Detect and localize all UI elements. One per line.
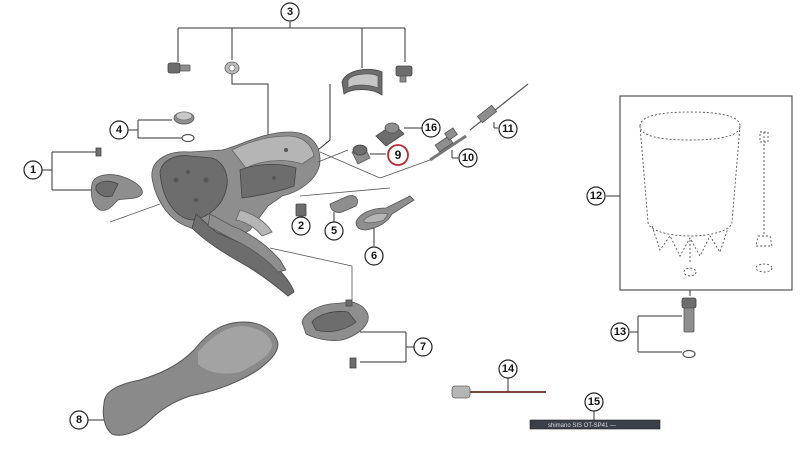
outer-casing-15: shimano SIS OT-SP41 — [529, 419, 661, 430]
svg-text:2: 2 [298, 220, 304, 232]
cable-marking: shimano SIS OT-SP41 — [548, 423, 616, 429]
plate-screw-part [349, 357, 357, 369]
cable-housing-10 [429, 127, 467, 162]
callout-16[interactable]: 16 [421, 118, 441, 138]
washer-part [224, 61, 240, 75]
base-plate-part [301, 299, 369, 341]
lever-tab-part [329, 195, 358, 213]
svg-text:4: 4 [116, 124, 123, 136]
svg-text:10: 10 [462, 152, 474, 164]
small-block-part [295, 203, 307, 217]
callout-2[interactable]: 2 [291, 216, 311, 236]
cable-end-11 [469, 83, 529, 131]
inner-cable-14 [451, 385, 546, 399]
svg-text:1: 1 [30, 164, 36, 176]
o-ring-part [181, 133, 195, 143]
lever-cover-part [90, 174, 143, 211]
svg-text:3: 3 [287, 6, 293, 18]
callout-14[interactable]: 14 [498, 359, 518, 379]
leader-7 [360, 331, 414, 363]
svg-text:5: 5 [331, 225, 337, 237]
leader-13 [630, 315, 682, 353]
svg-text:15: 15 [588, 396, 600, 408]
svg-text:7: 7 [420, 341, 426, 353]
callout-12[interactable]: 12 [586, 186, 606, 206]
hood-part [102, 321, 279, 436]
leader-1 [42, 151, 96, 191]
svg-text:16: 16 [425, 122, 437, 134]
callout-4[interactable]: 4 [109, 120, 129, 140]
callout-10[interactable]: 10 [458, 148, 478, 168]
callout-13[interactable]: 13 [610, 322, 630, 342]
shift-lever-body [151, 131, 321, 238]
clamp-band-part [341, 68, 383, 96]
svg-text:6: 6 [371, 250, 377, 262]
svg-text:8: 8 [76, 414, 82, 426]
bolt-part [167, 62, 191, 74]
svg-text:11: 11 [502, 123, 514, 135]
brake-lever-arm [191, 209, 295, 297]
svg-text:12: 12 [590, 190, 602, 202]
box-12 [619, 95, 793, 291]
cap-part-9 [351, 144, 371, 165]
clamp-bolt-part [395, 65, 413, 83]
callout-8[interactable]: 8 [69, 410, 89, 430]
callout-9-highlighted[interactable]: 9 [387, 144, 409, 166]
leader-4 [128, 119, 182, 139]
svg-text:9: 9 [395, 148, 402, 162]
callout-15[interactable]: 15 [584, 392, 604, 412]
small-screw-part [95, 147, 102, 157]
svg-text:14: 14 [502, 363, 515, 375]
callout-1[interactable]: 1 [23, 160, 43, 180]
ferrule-part-16 [375, 122, 405, 147]
callout-3[interactable]: 3 [280, 2, 300, 22]
callout-6[interactable]: 6 [364, 246, 384, 266]
svg-text:13: 13 [614, 326, 626, 338]
release-lever-part [355, 195, 415, 231]
callout-11[interactable]: 11 [498, 119, 518, 139]
cap-part [173, 111, 195, 125]
callout-7[interactable]: 7 [413, 337, 433, 357]
leader-3 [177, 22, 406, 68]
callout-5[interactable]: 5 [324, 221, 344, 241]
adjuster-part-13 [681, 297, 697, 359]
